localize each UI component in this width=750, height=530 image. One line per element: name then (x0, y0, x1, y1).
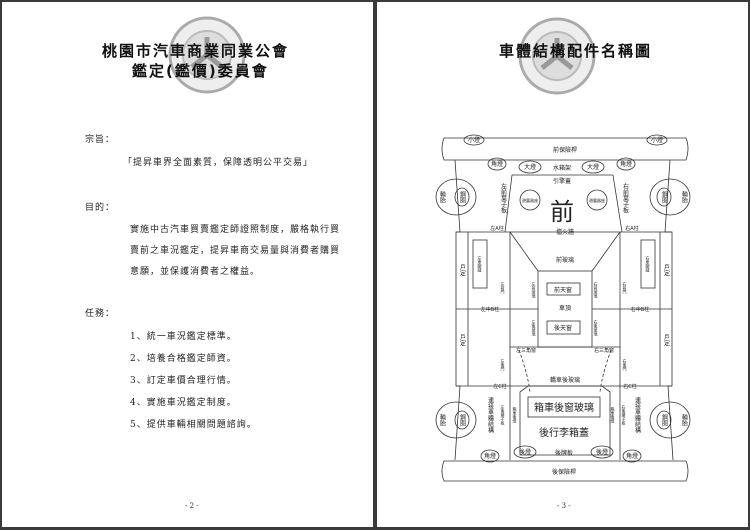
door-sill-rear-right: 戶定 (663, 333, 670, 347)
front-bumper-label: 前保險桿 (553, 146, 577, 154)
head-light-left: 大燈 (524, 163, 536, 171)
right-rear-door: 右後門 (623, 358, 628, 372)
left-rear-door: 左後門 (501, 358, 506, 372)
front-bumper-shape (441, 137, 689, 161)
purpose-heading: 目的： (85, 203, 116, 213)
rim-front-right: 鋼圈 (661, 190, 668, 204)
left-rear-glass: 左後玻璃 (532, 319, 537, 337)
left-rocker: 左車腳踏 (478, 255, 483, 273)
c-pillar-left: 左C柱 (493, 383, 507, 390)
right-rear-glass: 右後玻璃 (594, 319, 599, 337)
task-item: 4、實施車況鑑定制度。 (130, 398, 237, 408)
tire-front-left: 輪胎 (439, 190, 446, 204)
firewall-label: 擋火牆 (556, 228, 574, 236)
association-seal (518, 17, 596, 95)
corner-light-rear-right: 角燈 (626, 452, 638, 460)
radiator-frame-label: 水箱架 (553, 164, 571, 172)
right-front-fender: 右前葉子板 (622, 182, 629, 214)
a-pillar-left: 左A柱 (490, 225, 503, 232)
rim-rear-left: 鋼圈 (459, 413, 466, 427)
small-light-left: 小燈 (468, 136, 480, 144)
tire-front-right: 輪胎 (681, 190, 688, 204)
right-rocker: 右車腳踏 (646, 255, 651, 273)
tire-rear-left: 輪胎 (439, 413, 446, 427)
sedan-rear-glass: 轎車後玻璃 (550, 376, 580, 384)
page-3: 車體結構配件名稱圖 - 3 - (377, 2, 748, 527)
rear-light-left: 後燈 (519, 448, 531, 456)
left-rear-fender: 左後葉子板 (501, 404, 506, 426)
rear-bumper-label: 後保險桿 (552, 468, 576, 476)
head-light-right: 大燈 (587, 163, 599, 171)
title-line-1: 桃園市汽車商業同業公會 (102, 42, 290, 60)
right-rear-fender: 右後葉子板 (622, 404, 627, 426)
corner-light-left: 角燈 (491, 160, 503, 168)
c-pillar-right: 右C柱 (623, 383, 637, 390)
purpose-line: 實施中古汽車買賣鑑定師證照制度，嚴格執行買 (130, 225, 341, 235)
left-quarter-window: 左三角窗 (516, 347, 536, 354)
van-rear-light-left: 箱車後燈 (513, 406, 518, 424)
right-quarter-window: 右三角窗 (594, 347, 614, 354)
task-item: 3、訂定車價合理行情。 (130, 376, 237, 386)
van-rear-light-right: 箱車後燈 (611, 406, 616, 424)
body-connection-right: 連接車體結構 (634, 396, 641, 434)
left-front-door: 左前門 (501, 281, 506, 295)
trunk-lid: 後行李箱蓋 (539, 426, 589, 439)
left-front-glass: 左前玻璃 (532, 281, 537, 299)
body-connection-left: 連接車體結構 (487, 396, 494, 434)
title-line-2: 鑑定(鑑價)委員會 (132, 62, 269, 80)
rim-rear-right: 鋼圈 (661, 413, 668, 427)
small-light-right: 小燈 (651, 136, 663, 144)
shock-mount-left: 避震器座 (522, 197, 538, 203)
tire-rear-right: 輪胎 (681, 413, 688, 427)
front-label: 前 (550, 198, 574, 226)
door-sill-front-left: 戶定 (459, 263, 466, 277)
purpose-line: 意願，並保護消費者之權益。 (130, 267, 261, 277)
b-pillar-right: 右中B柱 (631, 306, 649, 313)
van-rear-glass: 箱車後窗玻璃 (534, 401, 594, 414)
association-seal (168, 16, 246, 94)
right-front-glass: 右前玻璃 (594, 281, 599, 299)
purpose-line: 賣前之車況鑑定，提昇車商交易量與消費者購買 (130, 246, 341, 256)
a-pillar-right: 右A柱 (625, 225, 638, 232)
rim-front-left: 鋼圈 (459, 190, 466, 204)
mission-text: 「提昇車界全面素質，保障透明公平交易」 (123, 158, 314, 168)
page-number: - 3 - (557, 502, 571, 510)
door-sill-rear-left: 戶定 (459, 333, 466, 347)
front-sunroof-label: 前天窗 (554, 286, 572, 294)
roof-label: 車頂 (559, 304, 571, 312)
rear-bumper-shape (441, 460, 689, 482)
shock-mount-right: 避震器座 (589, 197, 605, 203)
windshield-label: 前玻璃 (556, 256, 574, 264)
task-item: 5、提供車輛相關問題諮詢。 (130, 420, 257, 430)
hood-label: 引擎蓋 (553, 177, 571, 185)
mission-heading: 宗旨： (85, 135, 116, 145)
corner-light-rear-left: 角燈 (484, 452, 496, 460)
door-sill-front-right: 戶定 (663, 263, 670, 277)
tasks-heading: 任務： (85, 309, 116, 319)
left-front-fender: 左前葉子板 (500, 182, 507, 214)
rear-plate: 後牌板 (555, 449, 573, 457)
rear-light-right: 後燈 (596, 448, 608, 456)
rear-sunroof-label: 後天窗 (554, 324, 572, 332)
page-2: 桃園市汽車商業同業公會 鑑定(鑑價)委員會 宗旨： 「提昇車界全面素質，保障透明… (2, 2, 373, 527)
b-pillar-left: 左中B柱 (481, 306, 499, 313)
task-item: 2、培養合格鑑定師資。 (130, 354, 237, 364)
task-item: 1、統一車況鑑定標準。 (130, 332, 237, 342)
page-number: - 2 - (185, 502, 199, 510)
diagram-title: 車體結構配件名稱圖 (499, 42, 653, 60)
corner-light-right: 角燈 (620, 160, 632, 168)
right-front-door: 右前門 (623, 281, 628, 295)
